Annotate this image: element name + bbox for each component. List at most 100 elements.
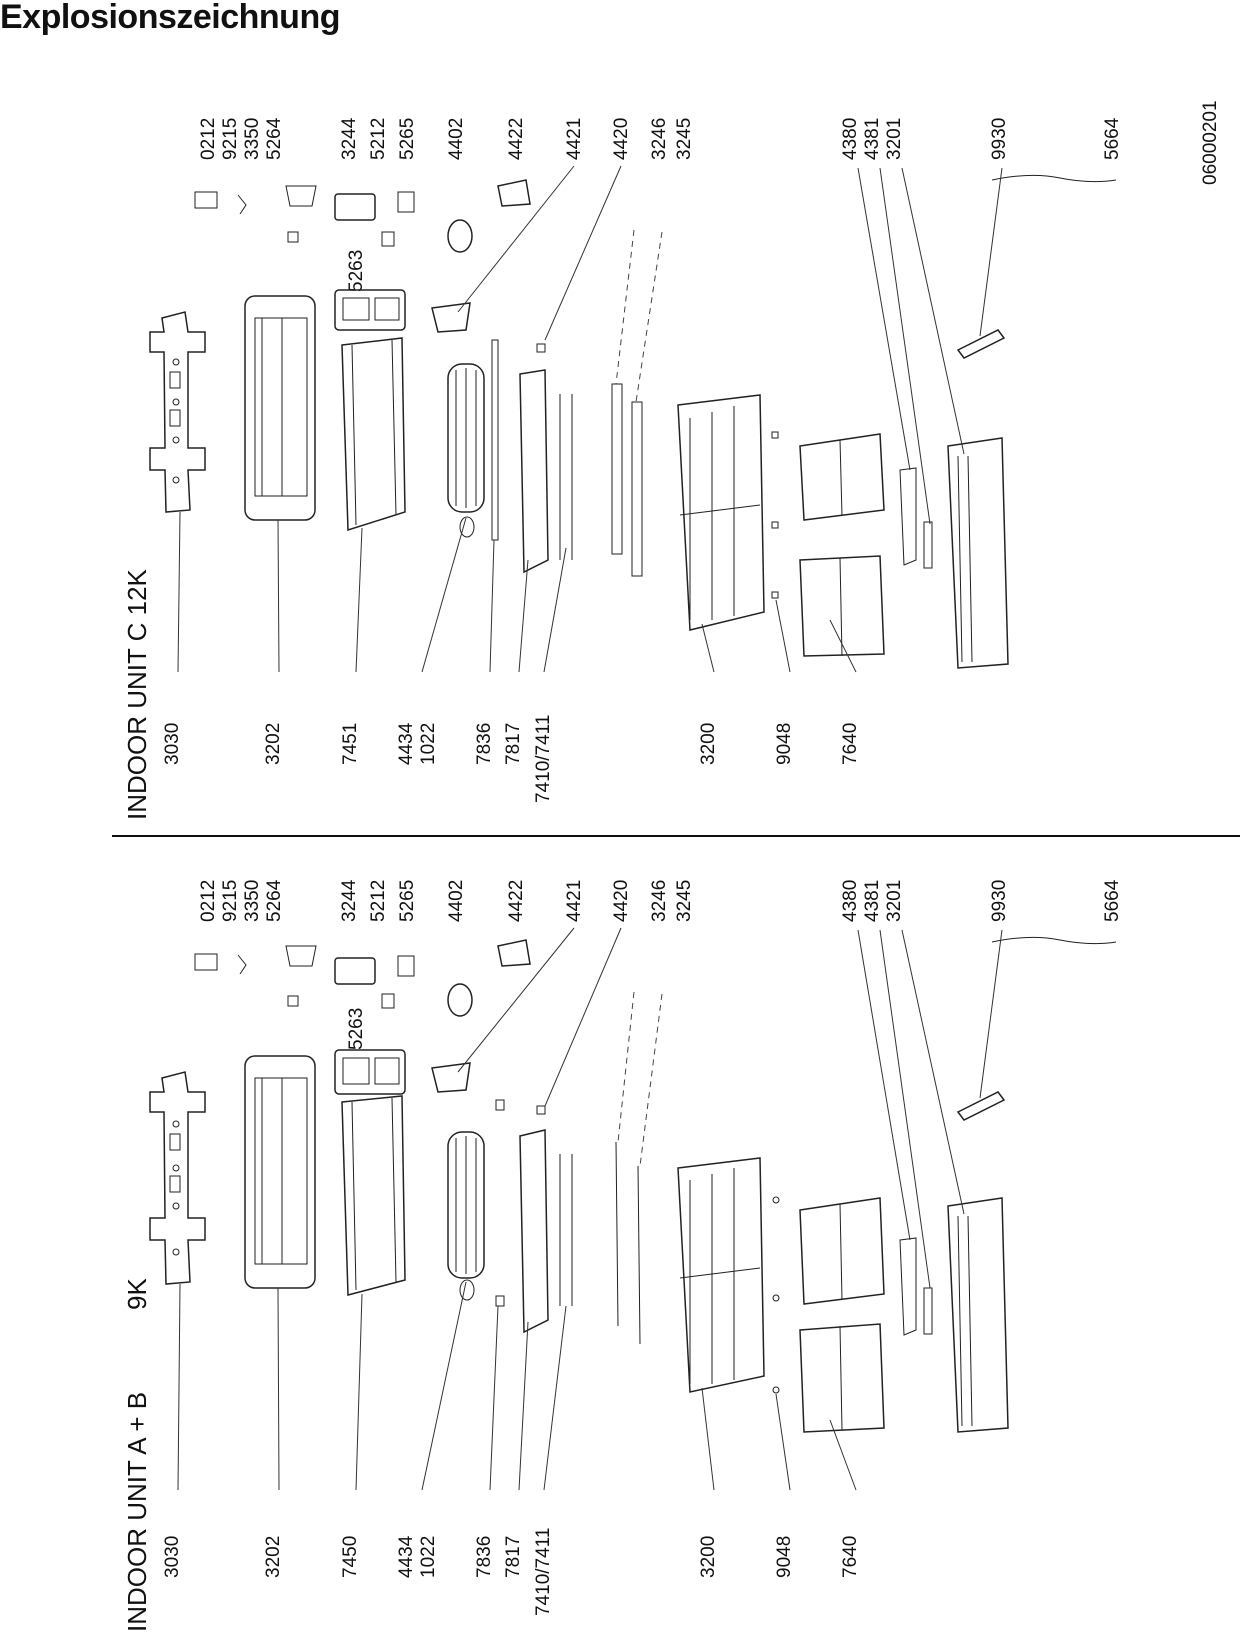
page-title: Explosionszeichnung	[0, 0, 340, 36]
air-filters	[799, 433, 885, 657]
part-label-3200: 3200	[698, 1536, 719, 1578]
part-label-4421: 4421	[564, 118, 585, 160]
document-code: 06000201	[1200, 100, 1221, 185]
part-label-3350: 3350	[242, 118, 263, 160]
part-label-0212: 0212	[198, 118, 219, 160]
part-label-4381: 4381	[862, 880, 883, 922]
cable	[991, 936, 1117, 945]
mounting-plate	[149, 311, 206, 513]
part-label-3350: 3350	[242, 880, 263, 922]
part-label-5664: 5664	[1102, 879, 1123, 922]
part-label-3246: 3246	[649, 118, 670, 160]
part-label-4422: 4422	[506, 880, 527, 922]
part-label-5664: 5664	[1102, 117, 1123, 160]
part-label-3245: 3245	[674, 118, 695, 160]
front-panel	[677, 394, 765, 631]
part-label-1022: 1022	[418, 1536, 439, 1578]
leader-lines	[177, 165, 1003, 673]
evaporator	[341, 1095, 406, 1296]
air-filters	[799, 1197, 885, 1433]
section-heading-suffix: 9K	[122, 1278, 152, 1310]
louver-assembly	[519, 1129, 573, 1334]
part-label-3245: 3245	[674, 880, 695, 922]
part-label-4420: 4420	[611, 118, 632, 160]
part-label-7836: 7836	[474, 1536, 495, 1578]
part-label-5265: 5265	[397, 880, 418, 922]
part-label-5212: 5212	[368, 118, 389, 160]
guides	[611, 383, 643, 577]
part-label-7450: 7450	[340, 1536, 361, 1578]
chassis	[244, 1055, 316, 1289]
part-label-4402: 4402	[446, 118, 467, 160]
bottom-part-labels: 3030 3202 7451 4434 1022 7836 7817 7410/…	[162, 715, 861, 803]
part-label-4380: 4380	[840, 118, 861, 160]
part-label-9215: 9215	[220, 880, 241, 922]
control-box	[334, 1049, 406, 1095]
part-label-4421: 4421	[564, 880, 585, 922]
part-label-3244: 3244	[339, 117, 360, 160]
part-label-5212: 5212	[368, 880, 389, 922]
part-label-4380: 4380	[840, 880, 861, 922]
section-indoor-unit-c-12k: INDOOR UNIT C 12K 0212 9215 3350 5264 32…	[122, 117, 1123, 820]
part-label-3201: 3201	[884, 118, 905, 160]
small-parts	[194, 179, 546, 541]
section-heading: INDOOR UNIT C 12K	[122, 568, 152, 820]
guides	[615, 1141, 641, 1345]
screws	[771, 431, 779, 599]
part-label-9048: 9048	[774, 723, 795, 765]
part-label-9930: 9930	[989, 880, 1010, 922]
mounting-plate	[149, 1071, 206, 1285]
remote-control	[956, 1091, 1006, 1121]
blower-wheel	[447, 1131, 485, 1279]
part-label-5264: 5264	[264, 879, 285, 922]
part-label-5264: 5264	[264, 117, 285, 160]
part-label-7640: 7640	[840, 1536, 861, 1578]
front-cover	[947, 437, 1009, 669]
leader-lines	[177, 927, 1003, 1491]
part-label-3202: 3202	[263, 1536, 284, 1578]
control-box	[334, 289, 406, 331]
part-label-7410-7411: 7410/7411	[533, 715, 554, 803]
display-board	[899, 467, 933, 569]
bottom-part-labels: 3030 3202 7450 4434 1022 7836 7817 7410/…	[162, 1528, 861, 1616]
chassis	[244, 295, 316, 521]
part-label-9930: 9930	[989, 118, 1010, 160]
part-label-7836: 7836	[474, 723, 495, 765]
part-label-7817: 7817	[503, 723, 524, 765]
part-label-1022: 1022	[418, 723, 439, 765]
front-cover	[947, 1197, 1009, 1433]
cable	[991, 174, 1117, 183]
top-part-labels: 0212 9215 3350 5264 3244 5212 5265 4402 …	[198, 117, 1123, 160]
part-label-3200: 3200	[698, 723, 719, 765]
part-label-4381: 4381	[862, 118, 883, 160]
part-drawings	[149, 174, 1117, 669]
louver-assembly	[519, 369, 573, 574]
part-drawings	[149, 936, 1117, 1433]
part-label-5263: 5263	[346, 1008, 367, 1050]
part-label-0212: 0212	[198, 880, 219, 922]
small-parts	[194, 939, 546, 1307]
front-panel	[677, 1157, 765, 1393]
evaporator	[341, 337, 406, 532]
part-label-7640: 7640	[840, 723, 861, 765]
part-label-3030: 3030	[162, 1536, 183, 1578]
part-label-3244: 3244	[339, 879, 360, 922]
part-label-3202: 3202	[263, 723, 284, 765]
blower-wheel	[447, 363, 485, 513]
screws	[772, 1196, 780, 1394]
part-label-5263: 5263	[346, 250, 367, 292]
part-label-4434: 4434	[396, 1535, 417, 1578]
part-label-4402: 4402	[446, 880, 467, 922]
part-label-5265: 5265	[397, 118, 418, 160]
part-label-7410-7411: 7410/7411	[533, 1528, 554, 1616]
part-label-3201: 3201	[884, 880, 905, 922]
part-label-4420: 4420	[611, 880, 632, 922]
part-label-7817: 7817	[503, 1536, 524, 1578]
section-heading: INDOOR UNIT A + B	[122, 1392, 152, 1632]
part-label-3030: 3030	[162, 723, 183, 765]
top-part-labels: 0212 9215 3350 5264 3244 5212 5265 4402 …	[198, 879, 1123, 922]
part-label-7451: 7451	[340, 723, 361, 765]
display-board	[899, 1237, 933, 1336]
section-indoor-unit-a-b-9k: INDOOR UNIT A + B 9K 0212 9215 3350 5264…	[122, 879, 1123, 1632]
